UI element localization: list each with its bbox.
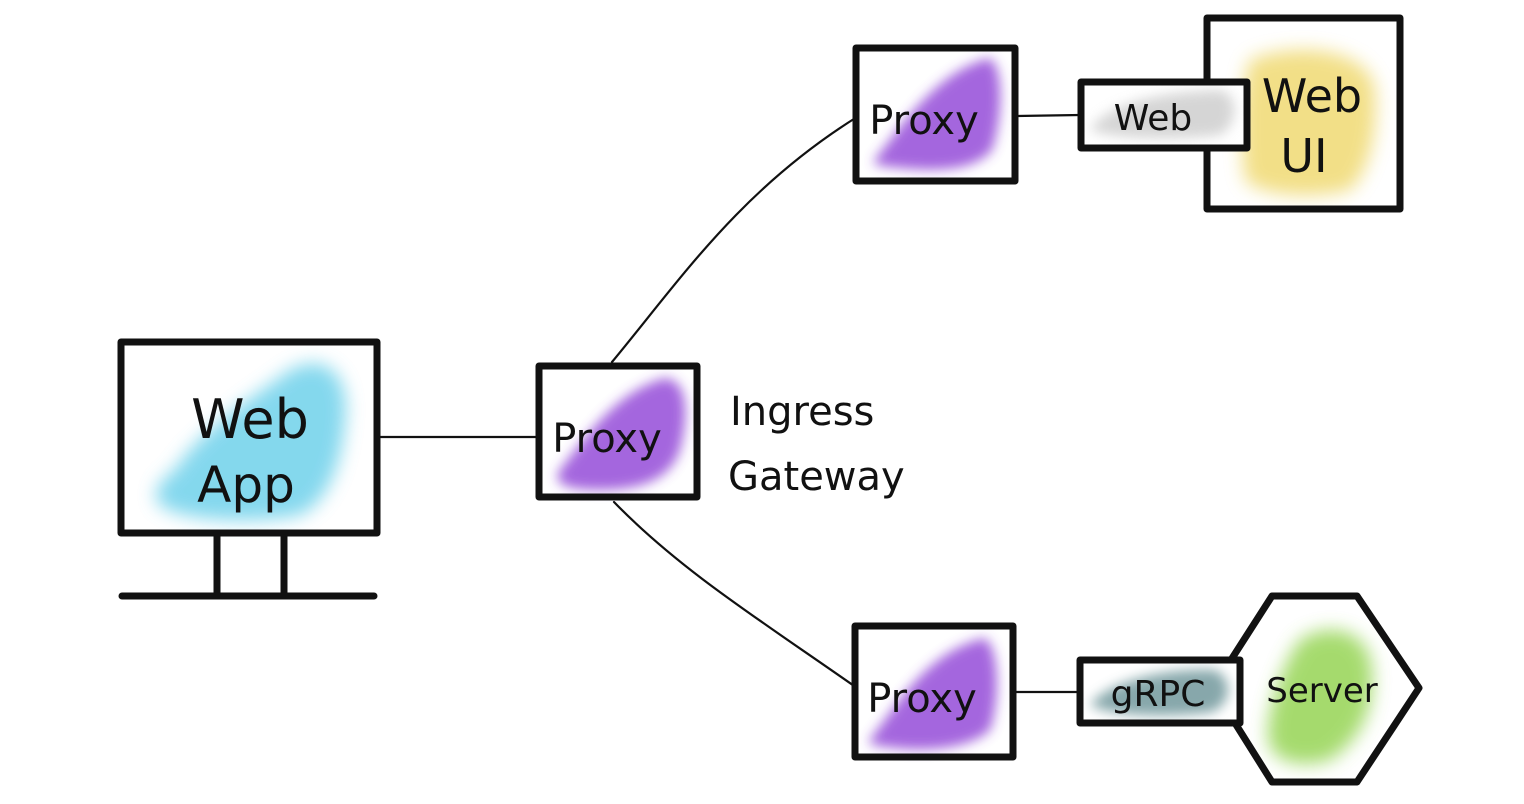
grpc-proxy-node[interactable]: Proxy xyxy=(851,622,1017,761)
ingress-proxy-color-blob xyxy=(557,378,686,490)
edge-ingress-to-grpc-proxy xyxy=(612,500,859,690)
grpc-port-label: gRPC xyxy=(1111,674,1206,715)
web-port-color-blob xyxy=(1090,90,1235,139)
grpc-proxy-label: Proxy xyxy=(867,676,977,722)
grpc-port-color-blob xyxy=(1090,669,1228,716)
web-port-box xyxy=(1077,78,1251,152)
grpc-port-node[interactable]: gRPC xyxy=(1076,656,1244,727)
web-ui-label-line1: Web xyxy=(1262,69,1362,123)
ingress-proxy-box xyxy=(535,362,701,501)
server-label: Server xyxy=(1266,671,1378,711)
web-ui-label-line2: UI xyxy=(1280,129,1327,183)
web-app-node[interactable]: Web App xyxy=(117,338,381,600)
grpc-port-box xyxy=(1076,656,1244,727)
web-app-label-line1: Web xyxy=(191,388,309,451)
web-app-color-blob xyxy=(155,363,346,521)
grpc-proxy-color-blob xyxy=(868,638,997,750)
monitor-screen xyxy=(117,338,381,537)
edge-ingress-to-web-proxy xyxy=(610,115,859,364)
web-proxy-label: Proxy xyxy=(869,98,979,144)
ingress-proxy-node[interactable]: Proxy xyxy=(535,362,701,501)
web-port-node[interactable]: Web xyxy=(1077,78,1251,152)
server-color-blob xyxy=(1267,630,1373,764)
ingress-gateway-caption-line2: Gateway xyxy=(728,454,905,500)
ingress-gateway-caption-line1: Ingress xyxy=(730,389,874,435)
web-ui-color-blob xyxy=(1241,50,1376,196)
server-node[interactable]: Server xyxy=(1209,592,1423,786)
web-proxy-node[interactable]: Proxy xyxy=(852,44,1019,185)
web-ui-node[interactable]: Web UI xyxy=(1203,14,1404,213)
web-proxy-box xyxy=(852,44,1019,185)
grpc-proxy-box xyxy=(851,622,1017,761)
web-proxy-color-blob xyxy=(873,58,1001,170)
web-port-label: Web xyxy=(1114,98,1193,139)
edge-web-proxy-to-web-port xyxy=(1015,113,1082,118)
web-app-label-line2: App xyxy=(197,456,295,514)
ingress-proxy-label: Proxy xyxy=(552,416,662,462)
